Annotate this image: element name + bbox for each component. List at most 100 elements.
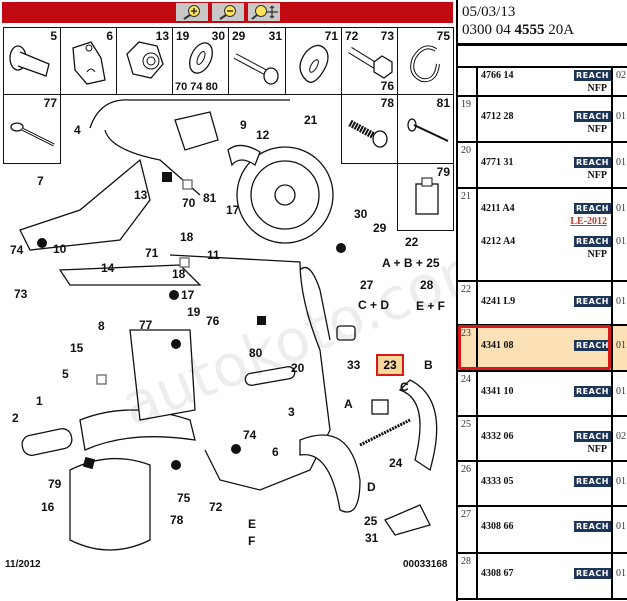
callout[interactable]: C bbox=[400, 380, 409, 394]
reach-badge[interactable]: REACH bbox=[574, 476, 611, 487]
part-reference[interactable]: 4333 05 bbox=[481, 476, 514, 487]
reach-badge[interactable]: REACH bbox=[574, 70, 611, 81]
callout[interactable]: 79 bbox=[48, 477, 62, 491]
part-reference[interactable]: 4308 66 bbox=[481, 521, 514, 532]
part-box-75[interactable]: 75 bbox=[397, 27, 454, 95]
callout[interactable]: 16 bbox=[41, 500, 55, 514]
part-reference[interactable]: 4771 31 bbox=[481, 157, 514, 168]
reach-badge[interactable]: REACH bbox=[574, 431, 611, 442]
part-reference[interactable]: 4211 A4 bbox=[481, 203, 515, 214]
part-box-77[interactable]: 77 bbox=[3, 94, 61, 164]
reach-badge[interactable]: REACH bbox=[574, 340, 611, 351]
table-row[interactable]: 24 4341 10 REACH 01 bbox=[458, 372, 627, 417]
callout[interactable]: 10 bbox=[53, 242, 67, 256]
callout[interactable]: 29 bbox=[373, 221, 387, 235]
part-reference[interactable]: 4712 28 bbox=[481, 111, 514, 122]
callout[interactable]: 31 bbox=[365, 531, 379, 545]
callout[interactable]: E bbox=[248, 517, 257, 531]
callout[interactable]: A bbox=[344, 397, 353, 411]
callout[interactable]: 19 bbox=[187, 305, 201, 319]
callout[interactable]: 75 bbox=[177, 491, 191, 505]
table-row[interactable]: 28 4308 67 REACH 01 bbox=[458, 554, 627, 600]
callout[interactable]: 11 bbox=[207, 248, 220, 262]
callout[interactable]: 74 bbox=[243, 428, 257, 442]
callout[interactable]: 78 bbox=[170, 513, 184, 527]
callout[interactable]: 9 bbox=[240, 118, 247, 132]
callout[interactable]: 1 bbox=[36, 394, 43, 408]
table-row[interactable]: 23 4341 08 REACH 01 bbox=[458, 325, 627, 372]
callout[interactable]: 7 bbox=[37, 174, 44, 188]
part-box-81[interactable]: 81 bbox=[397, 94, 454, 164]
callout[interactable]: 5 bbox=[62, 367, 69, 381]
callout[interactable]: 6 bbox=[272, 445, 279, 459]
part-box-71[interactable]: 71 bbox=[285, 27, 342, 95]
callout[interactable]: 24 bbox=[389, 456, 403, 470]
part-box-13[interactable]: 13 bbox=[116, 27, 173, 95]
callout[interactable]: E + F bbox=[416, 299, 446, 313]
callout[interactable]: 76 bbox=[206, 314, 220, 328]
callout[interactable]: 30 bbox=[354, 207, 368, 221]
callout[interactable]: 81 bbox=[203, 191, 217, 205]
callout[interactable]: 74 bbox=[10, 243, 24, 257]
zoom-in-button[interactable] bbox=[175, 3, 208, 21]
part-box-5[interactable]: 5 bbox=[3, 27, 61, 95]
callout[interactable]: 4 bbox=[74, 123, 81, 137]
callout[interactable]: A + B + 25 bbox=[382, 256, 440, 270]
callout[interactable]: 72 bbox=[209, 500, 223, 514]
callout[interactable]: 28 bbox=[420, 278, 434, 292]
reach-badge[interactable]: REACH bbox=[574, 568, 611, 579]
part-reference[interactable]: 4332 06 bbox=[481, 431, 514, 442]
callout[interactable]: 13 bbox=[134, 188, 148, 202]
callout[interactable]: 25 bbox=[364, 514, 378, 528]
callout[interactable]: 21 bbox=[304, 113, 318, 127]
part-reference[interactable]: 4308 67 bbox=[481, 568, 514, 579]
callout-23-highlighted[interactable]: 23 bbox=[376, 354, 404, 376]
callout[interactable]: 3 bbox=[288, 405, 295, 419]
callout[interactable]: F bbox=[248, 534, 256, 548]
callout[interactable]: 15 bbox=[70, 341, 84, 355]
reach-badge[interactable]: REACH bbox=[574, 111, 611, 122]
part-reference[interactable]: 4212 A4 bbox=[481, 236, 516, 247]
callout[interactable]: 8 bbox=[98, 319, 105, 333]
part-reference[interactable]: 4341 08 bbox=[481, 340, 514, 351]
callout[interactable]: D bbox=[367, 480, 376, 494]
part-box-6[interactable]: 6 bbox=[60, 27, 117, 95]
callout[interactable]: 20 bbox=[291, 361, 305, 375]
reach-badge[interactable]: REACH bbox=[574, 236, 611, 247]
part-box-78[interactable]: 78 bbox=[341, 94, 398, 164]
callout[interactable]: 27 bbox=[360, 278, 374, 292]
reach-badge[interactable]: REACH bbox=[574, 296, 611, 307]
callout[interactable]: 18 bbox=[180, 230, 194, 244]
reach-badge[interactable]: REACH bbox=[574, 521, 611, 532]
callout[interactable]: C + D bbox=[358, 298, 390, 312]
reach-badge[interactable]: REACH bbox=[574, 386, 611, 397]
callout[interactable]: 12 bbox=[256, 128, 270, 142]
part-reference[interactable]: 4241 L9 bbox=[481, 296, 516, 307]
callout[interactable]: 17 bbox=[226, 203, 240, 217]
callout[interactable]: 70 bbox=[182, 196, 196, 210]
callout[interactable]: 2 bbox=[12, 411, 19, 425]
zoom-out-button[interactable] bbox=[211, 3, 244, 21]
part-reference[interactable]: 4766 14 bbox=[481, 70, 514, 81]
callout[interactable]: 14 bbox=[101, 261, 115, 275]
callout[interactable]: 22 bbox=[405, 235, 419, 249]
callout[interactable]: 33 bbox=[347, 358, 361, 372]
le-2012-link[interactable]: LE-2012 bbox=[570, 216, 607, 227]
table-row[interactable]: 22 4241 L9 REACH 01 bbox=[458, 282, 627, 326]
part-reference[interactable]: 4341 10 bbox=[481, 386, 514, 397]
callout[interactable]: 71 bbox=[145, 246, 159, 260]
callout[interactable]: 18 bbox=[172, 267, 186, 281]
callout[interactable]: 73 bbox=[14, 287, 28, 301]
callout[interactable]: 80 bbox=[249, 346, 263, 360]
table-row[interactable]: 26 4333 05 REACH 01 bbox=[458, 462, 627, 507]
reach-badge[interactable]: REACH bbox=[574, 203, 611, 214]
zoom-pan-button[interactable] bbox=[247, 3, 280, 21]
callout[interactable]: B bbox=[424, 358, 433, 372]
callout[interactable]: 77 bbox=[139, 318, 153, 332]
